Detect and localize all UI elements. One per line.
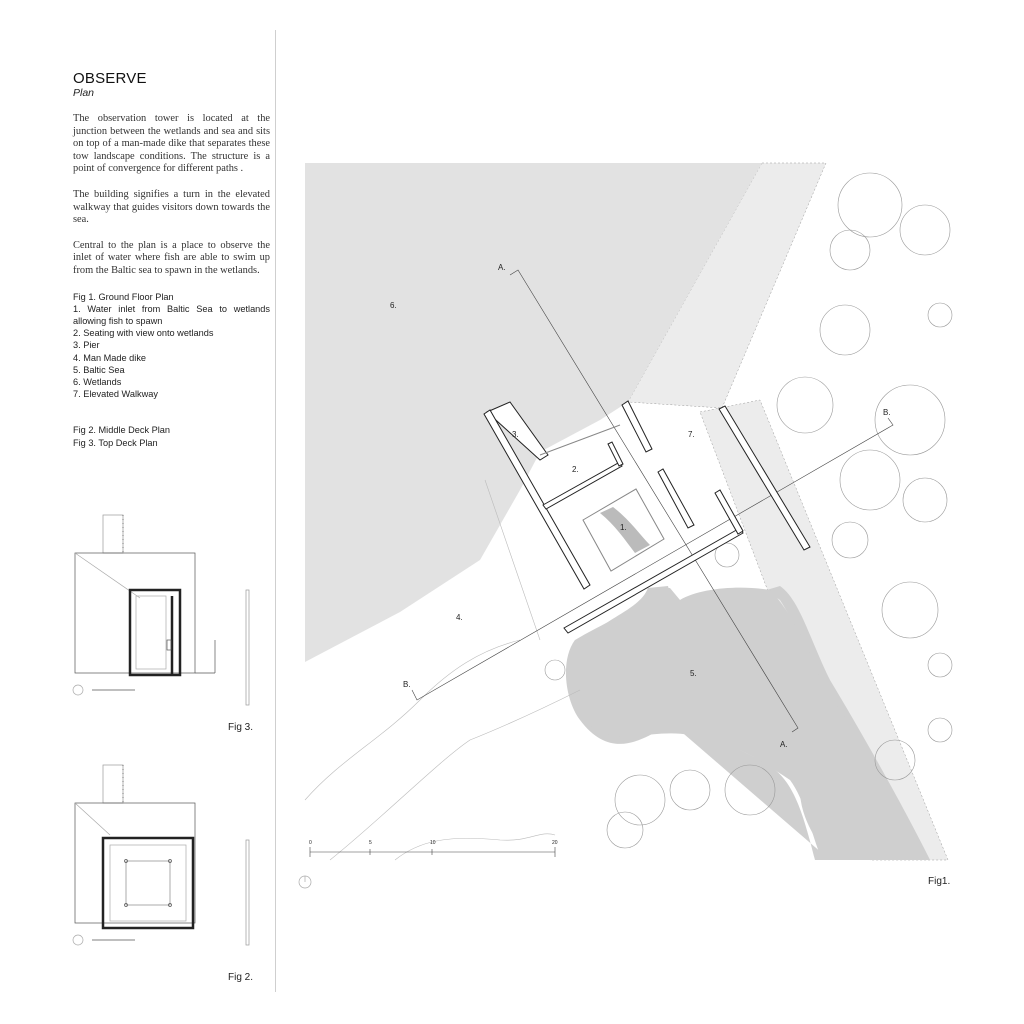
- scale-tick: 5: [369, 840, 372, 846]
- section-b-label: B.: [883, 408, 891, 417]
- scale-tick: 10: [430, 840, 436, 846]
- wetlands: [305, 163, 762, 662]
- plan-label-4: 4.: [456, 613, 463, 622]
- scale-tick: 20: [552, 840, 558, 846]
- trees: [544, 172, 953, 849]
- plan-label-3: 3.: [512, 430, 519, 439]
- legend-item: 3. Pier: [73, 340, 100, 351]
- dike-contours: [304, 479, 581, 861]
- plan-label-1: 1.: [620, 523, 627, 532]
- legend-item: 2. Seating with view onto wetlands: [73, 328, 214, 339]
- section-b-label: B.: [403, 680, 411, 689]
- legend-fig3-title: Fig 3. Top Deck Plan: [73, 437, 158, 448]
- description-paragraph: The building signifies a turn in the ele…: [73, 188, 270, 226]
- legend-item: 6. Wetlands: [73, 376, 122, 387]
- legend-item: 5. Baltic Sea: [73, 364, 125, 375]
- fig1-label: Fig1.: [928, 876, 951, 887]
- page-title: OBSERVE: [73, 70, 147, 87]
- panel-divider: [275, 30, 276, 992]
- legend-item: 7. Elevated Walkway: [73, 389, 158, 400]
- plan-label-2: 2.: [572, 465, 579, 474]
- plan-label-5: 5.: [690, 669, 697, 678]
- description-paragraph: The observation tower is located at the …: [73, 113, 270, 175]
- section-a-label: A.: [780, 740, 788, 749]
- building: [483, 400, 811, 634]
- scale-tick: 0: [309, 840, 312, 846]
- description-paragraph: Central to the plan is a place to observ…: [73, 239, 270, 276]
- figure-legend: Fig 1. Ground Floor Plan 1. Water inlet …: [73, 291, 270, 449]
- sea-fill: [566, 587, 930, 860]
- section-a-label: A.: [498, 263, 506, 272]
- legend-item: 4. Man Made dike: [73, 352, 147, 363]
- fig3-label: Fig 3.: [228, 722, 254, 733]
- fig2-middle-deck-plan: [72, 764, 250, 946]
- legend-fig2-title: Fig 2. Middle Deck Plan: [73, 425, 171, 436]
- legend-item: 1. Water inlet from Baltic Sea to wetlan…: [73, 303, 270, 326]
- legend-fig1-title: Fig 1. Ground Floor Plan: [73, 291, 174, 302]
- plan-label-6: 6.: [390, 301, 397, 310]
- page-subtitle: Plan: [73, 87, 95, 99]
- walkway-lower: [699, 399, 949, 861]
- section-lines: [411, 269, 894, 733]
- text-panel: OBSERVE Plan The observation tower is lo…: [73, 70, 270, 449]
- scale-bar: [309, 847, 556, 857]
- fig2-label: Fig 2.: [228, 972, 254, 983]
- walkway-upper: [627, 162, 827, 409]
- fig3-top-deck-plan: [72, 514, 250, 706]
- fig1-ground-floor-plan: 1. 2. 3. 4. 5. 6. 7. A. A. B. B. 0 5 10 …: [298, 162, 953, 889]
- plan-label-7: 7.: [688, 430, 695, 439]
